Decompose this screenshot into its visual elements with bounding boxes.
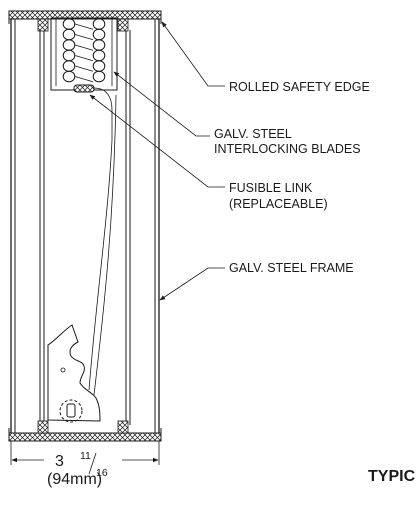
- label-fusible-link-line1: FUSIBLE LINK: [229, 181, 313, 195]
- dimension-numerator: 11: [80, 450, 91, 462]
- leader-rolled-safety-edge: [161, 21, 225, 87]
- blade-coil: [92, 70, 106, 83]
- dimension-fraction-bar: [88, 452, 97, 475]
- leader-fusible-link: [89, 94, 225, 188]
- blade-coil: [92, 49, 106, 62]
- blade-coil: [62, 39, 76, 51]
- label-blades-line1: GALV. STEEL: [214, 127, 292, 141]
- label-frame: GALV. STEEL FRAME: [229, 261, 354, 275]
- blade-coil: [62, 18, 76, 30]
- blade-coil: [62, 28, 76, 41]
- dimension-whole: 3: [55, 453, 64, 470]
- blade-coil: [62, 60, 76, 72]
- blade-coil: [92, 60, 106, 72]
- blade-link: [74, 44, 94, 51]
- leader-frame: [159, 267, 225, 301]
- leader-blades: [113, 71, 210, 137]
- blade-coil: [62, 49, 76, 62]
- interlocking-blades: [50, 17, 118, 91]
- blade-coil: [92, 39, 106, 51]
- blade-coil: [62, 70, 76, 83]
- blade-coil: [92, 18, 106, 30]
- drawing-title: TYPIC: [368, 468, 416, 485]
- label-fusible-link-line2: (REPLACEABLE): [229, 197, 328, 211]
- blade-link: [74, 23, 94, 30]
- fusible-link: [73, 84, 113, 140]
- rolled-safety-edge-top: [8, 10, 162, 32]
- blade-link: [74, 34, 94, 41]
- width-dimension: [10, 441, 160, 465]
- blade-link: [74, 76, 94, 83]
- steel-frame: [10, 17, 160, 437]
- dimension-denominator: 16: [96, 467, 108, 479]
- blade-coil: [92, 28, 106, 41]
- blade-link: [74, 65, 94, 72]
- latch-mechanism: [47, 324, 101, 423]
- dimension-metric: (94mm): [47, 471, 102, 488]
- blade-link: [74, 55, 94, 62]
- label-blades-line2: INTERLOCKING BLADES: [214, 142, 361, 156]
- label-rolled-safety-edge: ROLLED SAFETY EDGE: [229, 80, 370, 94]
- curtain-cable: [88, 94, 117, 396]
- rolled-safety-edge-bottom: [8, 420, 162, 442]
